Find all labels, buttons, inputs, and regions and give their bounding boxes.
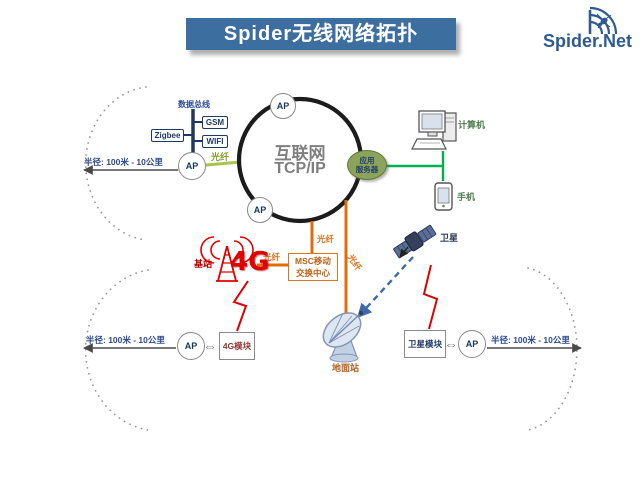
ap-node-4g[interactable]: AP (177, 332, 205, 360)
fiber-label-msc: 光纤 (317, 234, 335, 244)
wireless-links-red (232, 264, 439, 332)
phone-icon (434, 182, 453, 211)
bus-node-zigbee[interactable]: Zigbee (151, 129, 184, 142)
radius-label-bottom-right: 半径: 100米 - 10公里 (491, 335, 570, 345)
radius-label-top-left: 半径: 100米 - 10公里 (84, 157, 163, 167)
data-bus-label: 数据总线 (178, 100, 210, 109)
radius-arrows (83, 165, 582, 353)
satellite-icon (393, 224, 437, 259)
app-server-node[interactable]: 应用 服务器 (347, 150, 387, 180)
ground-station-label: 地面站 (332, 363, 360, 373)
satellite-downlink (357, 256, 414, 319)
msc-label-line1: MSC移动 (295, 256, 331, 266)
satellite-label: 卫星 (440, 233, 459, 243)
fiber-label-4g: 光纤 (263, 252, 281, 262)
page-title: Spider无线网络拓扑 (223, 23, 419, 45)
ap-node-satellite[interactable]: AP (458, 330, 486, 358)
base-station-4g-text: 4G (230, 247, 270, 277)
fiber-links-orange (257, 200, 348, 313)
module-satellite-node[interactable]: 卫星模块 (404, 330, 446, 358)
ap-node-top[interactable]: AP (270, 93, 296, 119)
bus-node-gsm[interactable]: GSM (202, 116, 228, 129)
coverage-arc-top-left (84, 86, 147, 241)
msc-node[interactable]: MSC移动 交换中心 (288, 253, 338, 281)
computer-icon (411, 110, 457, 150)
msc-label-line2: 交换中心 (295, 268, 330, 278)
double-arrow-left-icon: ⇔ (203, 338, 217, 354)
device-links-green (386, 151, 445, 181)
spider-net-logo-icon (588, 6, 618, 35)
double-arrow-right-icon: ⇔ (444, 336, 458, 352)
internet-label-line1: 互联网 (274, 144, 326, 163)
internet-label-line2: TCP/IP (274, 160, 326, 177)
app-server-label-line2: 服务器 (355, 165, 379, 174)
ap-node-bottom[interactable]: AP (247, 197, 273, 223)
data-bus-lines (184, 109, 203, 153)
ap-node-left[interactable]: AP (178, 152, 206, 180)
base-station-tower-icon (200, 236, 254, 282)
bus-node-wifi[interactable]: WIFI (202, 135, 228, 148)
coverage-arc-right (527, 267, 578, 431)
base-station-label: 基站 (194, 259, 213, 269)
app-server-label-line1: 应用 (359, 156, 375, 165)
coverage-arc-bottom-left (84, 269, 149, 431)
fiber-link-left (205, 160, 242, 167)
radius-label-bottom-left: 半径: 100米 - 10公里 (86, 335, 165, 345)
module-4g-node[interactable]: 4G模块 (219, 332, 255, 360)
phone-label: 手机 (457, 192, 476, 202)
title-banner: Spider无线网络拓扑 (186, 18, 456, 50)
ground-station-icon (322, 310, 364, 363)
spider-net-logo-text: Spider.Net (543, 31, 633, 51)
computer-label: 计算机 (458, 120, 486, 130)
fiber-label-left: 光纤 (211, 152, 230, 162)
